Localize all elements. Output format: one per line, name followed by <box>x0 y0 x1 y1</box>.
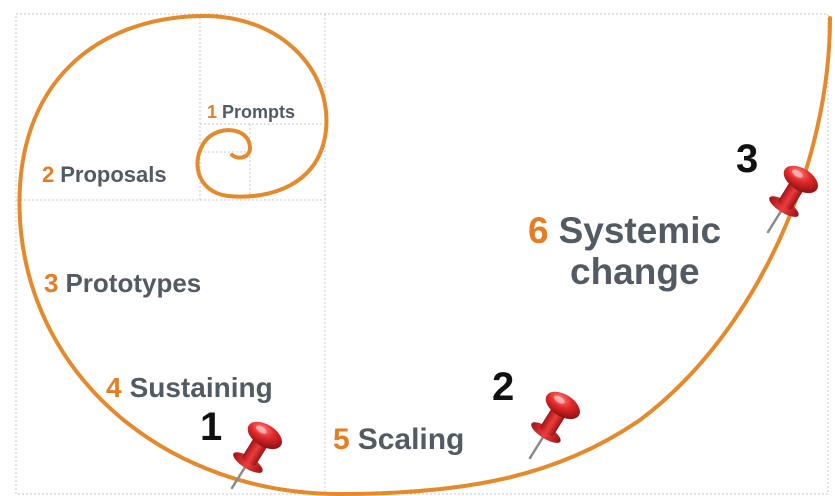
pushpin-1-number: 1 <box>200 405 222 449</box>
stage-1-text: Prompts <box>222 102 295 122</box>
stage-5-text: Scaling <box>358 423 465 456</box>
pushpin-2-number: 2 <box>492 365 514 409</box>
golden-ratio-grid <box>15 13 829 495</box>
stage-4-text: Sustaining <box>130 372 273 403</box>
pushpin-2 <box>528 391 580 460</box>
pushpin-3 <box>766 165 818 234</box>
stage-4-number: 4 <box>106 372 122 403</box>
stage-3-number: 3 <box>44 268 58 298</box>
pushpin-icon <box>230 421 282 490</box>
grid-outer-frame <box>15 13 829 495</box>
pushpin-icon <box>766 165 818 234</box>
stage-2-text: Proposals <box>60 162 166 187</box>
stage-5-number: 5 <box>333 423 350 456</box>
stage-4-label: 4 Sustaining <box>106 372 273 403</box>
stage-3-text: Prototypes <box>65 268 201 298</box>
stage-6-number: 6 <box>528 210 549 251</box>
stage-6-text: Systemic <box>559 210 722 251</box>
stage-2-number: 2 <box>42 162 54 187</box>
pushpin-3-number: 3 <box>736 137 758 181</box>
stage-1-number: 1 <box>207 102 217 122</box>
golden-spiral-curve <box>17 13 832 496</box>
pushpin-icon <box>528 391 580 460</box>
stage-6-text-line2: change <box>570 251 700 292</box>
pushpin-1 <box>230 421 282 490</box>
